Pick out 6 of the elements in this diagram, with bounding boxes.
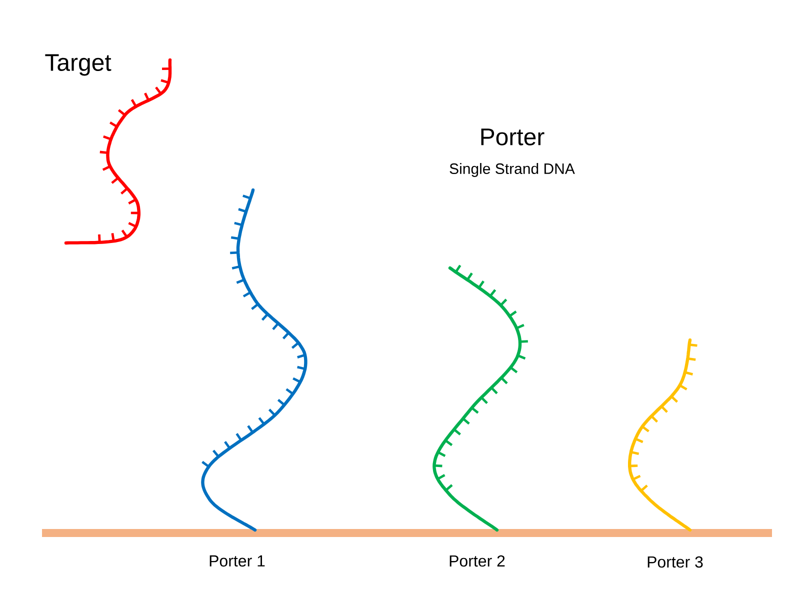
strand-label: Porter 1 [210, 555, 265, 567]
strand-label: Porter 2 [450, 555, 505, 567]
title-text: Target [45, 54, 112, 76]
subtitle-text: Single Strand DNA [450, 163, 575, 177]
strand-label: Porter 3 [648, 556, 703, 568]
heading-text: Porter [481, 128, 544, 146]
